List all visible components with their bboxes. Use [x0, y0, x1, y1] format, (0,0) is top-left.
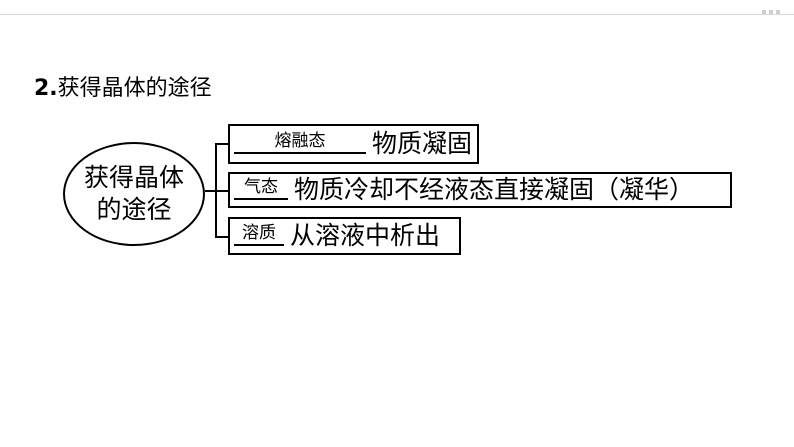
- connector-stem: [205, 190, 216, 192]
- branch-box-1: 熔融态 物质凝固: [228, 124, 479, 164]
- corner-decoration: [762, 10, 780, 14]
- center-node: 获得晶体 的途径: [63, 142, 205, 246]
- answer-blank-2: 气态: [234, 176, 288, 200]
- connector-branch-2: [215, 190, 228, 192]
- answer-blank-3: 溶质: [234, 222, 284, 246]
- branch-box-2: 气态 物质冷却不经液态直接凝固（凝华）: [228, 172, 732, 208]
- section-title: 2.获得晶体的途径: [34, 75, 212, 103]
- section-title-text: 获得晶体的途径: [57, 76, 212, 101]
- branch-text-3: 从溶液中析出: [290, 221, 441, 250]
- branch-box-3: 溶质 从溶液中析出: [228, 217, 461, 255]
- center-node-label: 获得晶体 的途径: [83, 163, 184, 224]
- branch-text-1: 物质凝固: [372, 129, 473, 158]
- connector-branch-3: [215, 236, 228, 238]
- answer-blank-1: 熔融态: [234, 130, 366, 154]
- top-divider: [0, 14, 794, 15]
- connector-branch-1: [215, 143, 228, 145]
- section-number: 2.: [34, 76, 58, 101]
- branch-text-2: 物质冷却不经液态直接凝固（凝华）: [294, 175, 695, 204]
